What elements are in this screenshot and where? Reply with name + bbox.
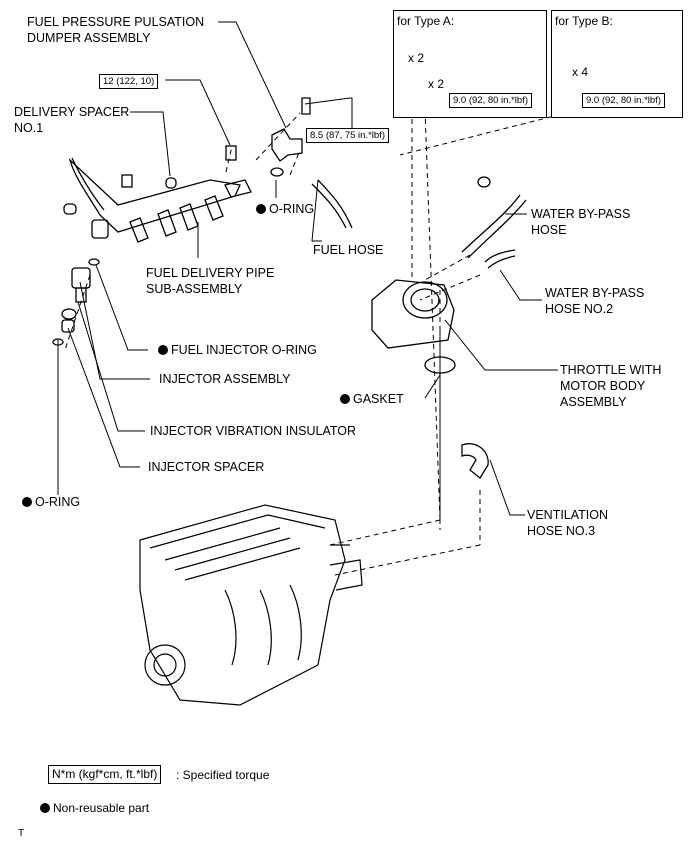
injector-stack bbox=[52, 258, 100, 346]
type-b-panel: for Type B: x 4 9.0 (92, 80 in.*lbf) bbox=[551, 10, 683, 118]
non-reusable-dot-icon bbox=[256, 204, 266, 214]
leader-injector-o-ring bbox=[95, 264, 148, 351]
non-reusable-dot-icon bbox=[340, 394, 350, 404]
leader-injector-assembly bbox=[79, 281, 150, 380]
label-o-ring-left: O-RING bbox=[22, 494, 80, 510]
type-a-panel: for Type A: x 2 x 2 9.0 (92, 80 in.*lbf) bbox=[393, 10, 547, 118]
label-delivery-spacer: DELIVERY SPACER NO.1 bbox=[14, 105, 130, 135]
leader-damper bbox=[218, 21, 287, 129]
legend-non-reusable: Non-reusable part bbox=[40, 800, 149, 816]
label-gasket: GASKET bbox=[340, 391, 404, 407]
fuel-delivery-pipe-shape bbox=[63, 145, 252, 243]
leader-throttle bbox=[444, 319, 558, 371]
type-b-title: for Type B: bbox=[555, 14, 613, 28]
non-reusable-dot-icon bbox=[40, 803, 50, 813]
torque-type-a: 9.0 (92, 80 in.*lbf) bbox=[449, 93, 532, 108]
leader-water-bypass-2 bbox=[499, 269, 542, 301]
label-fuel-delivery-pipe: FUEL DELIVERY PIPE SUB-ASSEMBLY bbox=[146, 266, 275, 296]
damper-shape bbox=[271, 128, 303, 162]
label-injector-vibration-insulator: INJECTOR VIBRATION INSULATOR bbox=[150, 424, 357, 438]
type-a-qty-2: x 2 bbox=[428, 77, 445, 91]
torque-type-b: 9.0 (92, 80 in.*lbf) bbox=[582, 93, 665, 108]
leader-torque-12 bbox=[165, 79, 231, 146]
label-throttle-body: THROTTLE WITH MOTOR BODY ASSEMBLY bbox=[560, 363, 662, 409]
label-fuel-injector-o-ring: FUEL INJECTOR O-RING bbox=[158, 342, 317, 358]
label-fuel-hose: FUEL HOSE bbox=[313, 243, 384, 257]
leader-ventilation bbox=[489, 459, 525, 516]
fuel-hose-shape bbox=[311, 179, 353, 229]
leader-injector-spacer bbox=[67, 327, 140, 468]
leader-gasket bbox=[424, 374, 441, 399]
label-fuel-pressure-pulsation-damper: FUEL PRESSURE PULSATION DUMPER ASSEMBLY bbox=[27, 15, 205, 45]
leader-torque-damper bbox=[304, 97, 353, 130]
legend-torque-desc: : Specified torque bbox=[176, 768, 270, 782]
label-water-bypass-hose: WATER BY-PASS HOSE bbox=[531, 207, 631, 237]
water-bypass-hose-2-shape bbox=[484, 249, 516, 269]
label-ventilation-hose: VENTILATION HOSE NO.3 bbox=[527, 508, 609, 538]
type-a-title: for Type A: bbox=[397, 14, 455, 28]
label-injector-assembly: INJECTOR ASSEMBLY bbox=[159, 372, 291, 386]
label-water-bypass-hose-no2: WATER BY-PASS HOSE NO.2 bbox=[545, 286, 645, 316]
water-bypass-hose-shape bbox=[461, 194, 527, 259]
type-b-qty: x 4 bbox=[572, 65, 589, 79]
leader-insulator bbox=[77, 301, 145, 432]
leader-delivery-spacer bbox=[130, 111, 171, 177]
footer-mark: T bbox=[18, 828, 25, 839]
legend-torque-unit: N*m (kgf*cm, ft.*lbf) bbox=[48, 765, 162, 784]
label-o-ring-top: O-RING bbox=[256, 201, 314, 217]
torque-damper: 8.5 (87, 75 in.*lbf) bbox=[306, 128, 389, 143]
non-reusable-dot-icon bbox=[22, 497, 32, 507]
ventilation-hose-shape bbox=[461, 443, 489, 479]
throttle-body-shape bbox=[371, 279, 456, 374]
torque-delivery-pipe-bolt: 12 (122, 10) bbox=[99, 74, 159, 89]
label-injector-spacer: INJECTOR SPACER bbox=[148, 460, 265, 474]
gasket-shape bbox=[424, 356, 456, 374]
non-reusable-dot-icon bbox=[158, 345, 168, 355]
type-a-qty-1: x 2 bbox=[408, 51, 425, 65]
leader-fuel-hose bbox=[311, 179, 322, 242]
o-ring-top-shape bbox=[270, 167, 284, 177]
engine-block-shape bbox=[139, 504, 363, 706]
